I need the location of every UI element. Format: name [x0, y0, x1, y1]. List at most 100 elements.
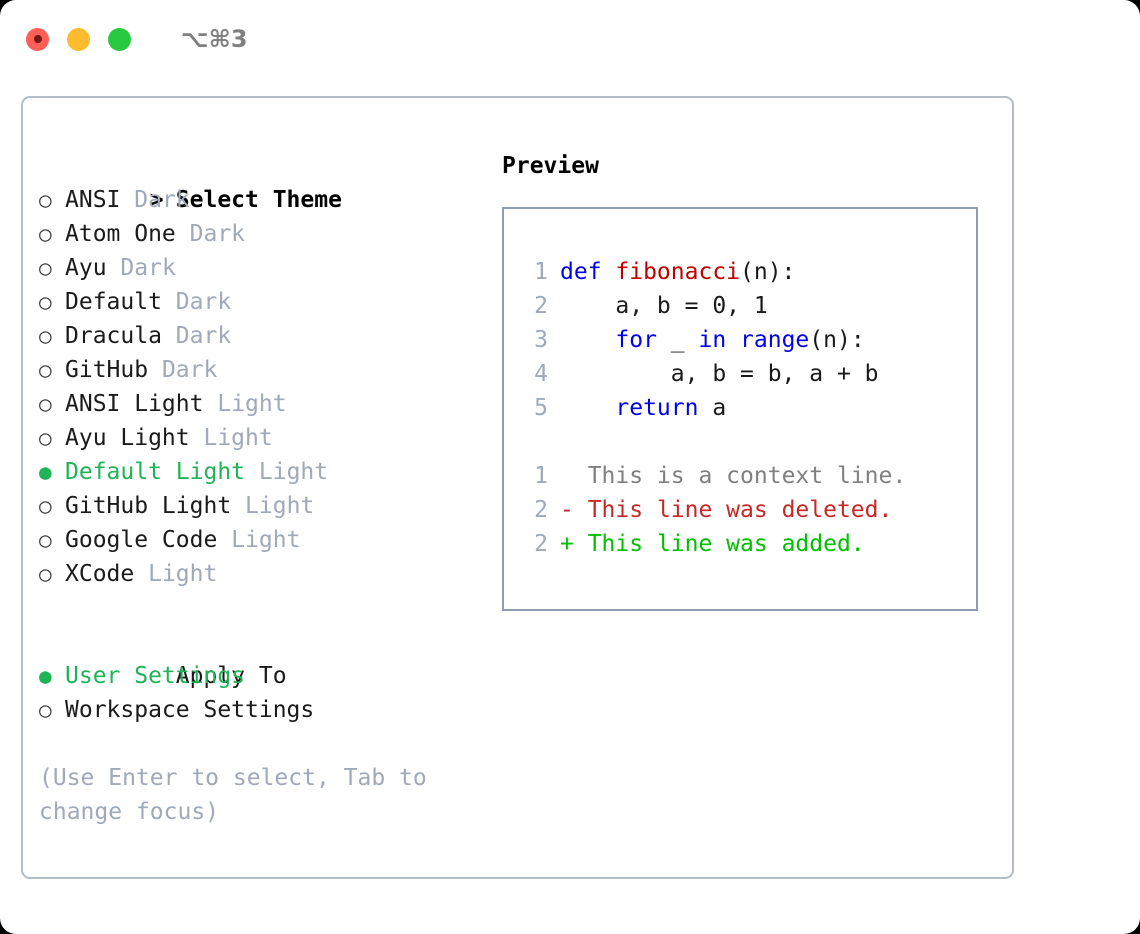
- theme-kind-badge: Light: [231, 527, 301, 553]
- diff-text: This line was deleted.: [587, 497, 893, 523]
- list-spacer: [39, 591, 479, 625]
- theme-picker-header: > Select Theme: [39, 149, 479, 213]
- code-token: a: [698, 395, 727, 421]
- theme-name: Atom One: [65, 221, 176, 247]
- theme-kind-badge: Light: [245, 493, 315, 519]
- radio-unselected-icon: ○: [39, 426, 52, 450]
- line-number: 5: [534, 395, 548, 421]
- hint-text: (Use Enter to select, Tab to change focu…: [39, 765, 441, 825]
- radio-unselected-icon: ○: [39, 256, 52, 280]
- theme-list-item[interactable]: ○ Ayu Light Light: [39, 421, 479, 455]
- code-token: for: [615, 327, 657, 353]
- radio-selected-icon: ●: [39, 460, 52, 484]
- code-token: a, b = b, a + b: [560, 361, 879, 387]
- diff-text: This line was added.: [587, 531, 865, 557]
- theme-name: GitHub Light: [65, 493, 232, 519]
- theme-list-item[interactable]: ○GitHub Dark: [39, 353, 479, 387]
- code-token: [560, 327, 615, 353]
- window-controls: [26, 27, 131, 51]
- theme-name: GitHub: [65, 357, 149, 383]
- code-token: _: [656, 327, 699, 353]
- code-line: 2 a, b = 0, 1: [518, 289, 976, 323]
- apply-to-label: Apply To: [175, 663, 287, 689]
- diff-line: 2- This line was deleted.: [518, 493, 976, 527]
- theme-kind-badge: Dark: [189, 221, 246, 247]
- apply-to-header: ○Apply To: [39, 625, 479, 689]
- line-number: 2: [534, 497, 548, 523]
- theme-name: XCode: [65, 561, 135, 587]
- line-number: 2: [534, 531, 548, 557]
- code-line: 5 return a: [518, 391, 976, 425]
- dialog-card: >Select Theme ○ANSI Dark○Atom One Dark○A…: [21, 96, 1014, 879]
- page-title: Select Theme: [175, 187, 342, 213]
- radio-unselected-icon: ○: [39, 494, 52, 518]
- radio-unselected-icon: ○: [39, 392, 52, 416]
- theme-list-item[interactable]: ○ Ayu Dark: [39, 251, 479, 285]
- theme-name: ANSI Light: [65, 391, 204, 417]
- prompt-chevron-icon: >: [149, 187, 164, 213]
- line-number: 2: [534, 293, 548, 319]
- theme-name: ANSI: [65, 187, 121, 213]
- theme-kind-badge: Dark: [175, 323, 232, 349]
- code-line: 3 for _ in range(n):: [518, 323, 976, 357]
- theme-list: ○ANSI Dark○Atom One Dark○Ayu Dark○Defaul…: [39, 183, 479, 591]
- line-number: 4: [534, 361, 548, 387]
- apply-to-item-label: User Settings: [65, 663, 246, 689]
- diff-line: 2 + This line was added.: [518, 527, 976, 561]
- theme-name: Dracula: [65, 323, 162, 349]
- theme-name: Google Code: [65, 527, 218, 553]
- code-token: fibonacci: [615, 259, 741, 285]
- close-button[interactable]: [26, 27, 49, 51]
- line-number: 3: [534, 327, 548, 353]
- line-number: 1: [534, 259, 548, 285]
- code-line: 4 a, b = b, a + b: [518, 357, 976, 391]
- minimize-button[interactable]: [67, 27, 90, 51]
- code-token: [560, 395, 615, 421]
- apply-to-item-label: Workspace Settings: [65, 697, 315, 723]
- radio-unselected-icon: ○: [39, 528, 52, 552]
- code-token: return: [615, 395, 699, 421]
- theme-kind-badge: Light: [217, 391, 287, 417]
- theme-list-item[interactable]: ○ GitHub Light Light: [39, 489, 479, 523]
- apply-to-item[interactable]: ● User Settings: [39, 659, 479, 693]
- radio-unselected-icon: ○: [39, 698, 52, 722]
- theme-kind-badge: Light: [203, 425, 273, 451]
- code-diff-gap: [518, 425, 976, 459]
- diff-marker: [560, 463, 588, 489]
- radio-selected-icon: ●: [39, 664, 52, 688]
- theme-name: Ayu Light: [65, 425, 190, 451]
- theme-kind-badge: Dark: [120, 255, 176, 281]
- code-token: a, b = 0, 1: [560, 293, 768, 319]
- line-number: 1: [534, 463, 548, 489]
- theme-name: Ayu: [65, 255, 107, 281]
- title-bar: ⌥⌘3: [0, 0, 1140, 78]
- theme-list-item[interactable]: ○ Google Code Light: [39, 523, 479, 557]
- radio-unselected-icon: ○: [39, 188, 52, 212]
- theme-list-item[interactable]: ○ ANSI Light Light: [39, 387, 479, 421]
- preview-title: Preview: [502, 153, 599, 179]
- theme-list-item[interactable]: ○ ANSI Dark: [39, 183, 479, 217]
- theme-list-item[interactable]: ○XCode Light: [39, 557, 479, 591]
- theme-list-item[interactable]: ○Atom One Dark: [39, 217, 479, 251]
- apply-to-item[interactable]: ○ Workspace Settings: [39, 693, 479, 727]
- maximize-button[interactable]: [108, 27, 131, 51]
- radio-unselected-icon: ○: [39, 562, 52, 586]
- radio-unselected-icon: ○: [39, 358, 52, 382]
- code-token: [726, 327, 740, 353]
- theme-kind-badge: Light: [258, 459, 329, 485]
- keyboard-shortcut-label: ⌥⌘3: [181, 25, 248, 53]
- theme-kind-badge: Dark: [134, 187, 190, 213]
- theme-picker-panel: >Select Theme ○ANSI Dark○Atom One Dark○A…: [39, 149, 479, 829]
- theme-list-item[interactable]: ○Dracula Dark: [39, 319, 479, 353]
- theme-name: Default Light: [65, 459, 246, 485]
- theme-list-item[interactable]: ○Default Dark: [39, 285, 479, 319]
- theme-list-item[interactable]: ● Default Light Light: [39, 455, 479, 489]
- diff-marker: +: [560, 531, 588, 557]
- code-token: def: [560, 259, 616, 285]
- apply-to-list: ● User Settings ○ Workspace Settings: [39, 659, 479, 727]
- diff-marker: -: [560, 497, 588, 523]
